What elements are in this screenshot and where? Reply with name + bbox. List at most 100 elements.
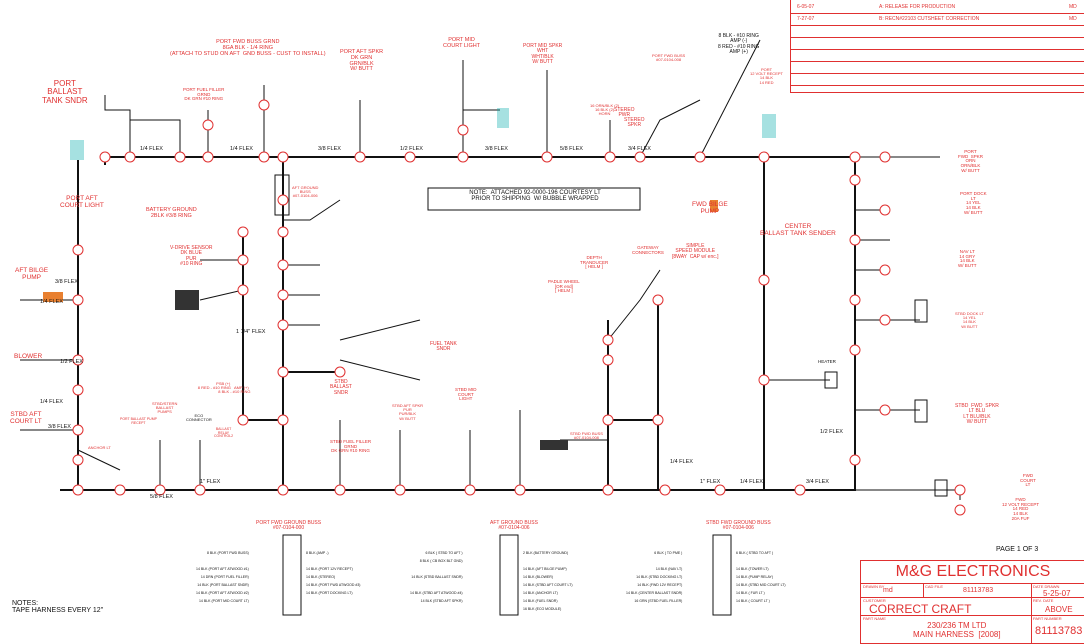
splice-node: [334, 484, 346, 496]
splice-node: [277, 289, 289, 301]
port-fwd-buss-label: PORT FWD BUSS #07-0104-008: [652, 53, 686, 63]
buss-pin-label: [523, 557, 573, 565]
rev-date-cell: REV. DATE ABOVE: [1031, 597, 1084, 616]
splice-node: [758, 374, 770, 386]
buss-pin-label: 14 BLK (PORT 12V RECEPT): [306, 567, 353, 571]
stbd-fwd-buss-label: STBD FWD BUSS #07-0104-008: [570, 431, 603, 441]
splice-node: [602, 354, 614, 366]
flex-label: 3/8 FLEX: [55, 279, 78, 285]
splice-node: [879, 264, 891, 276]
stbd-buss-pins-left: 6 BLK ( TO PME ) 14 BLK (NAV LT)14 BLK (…: [626, 549, 682, 605]
gateway-label: GATEWAY CONNECTORS: [632, 245, 664, 255]
splice-node: [277, 366, 289, 378]
flex-label: 1/4 FLEX: [40, 399, 63, 405]
stbd-aft-court-label: STBD AFT COURT LT: [10, 411, 42, 425]
note-text: NOTE: ATTACHED 92-0000-196 COURTESY LT P…: [469, 190, 601, 203]
buss-pin-label: 14 BLK (NAV LT): [655, 567, 683, 571]
buss-pin-label: 14 BLK ( COURT LT ): [736, 599, 770, 603]
splice-node: [277, 414, 289, 426]
cad-file-value: 81113783: [963, 587, 994, 594]
splice-node: [334, 366, 346, 378]
splice-node: [72, 244, 84, 256]
buss-pin-label: 14 DRN (PORT FUEL FILLER): [200, 575, 249, 579]
customer-label: CUSTOMER: [863, 598, 886, 603]
splice-node: [879, 204, 891, 216]
fwd-bilge-label: FWD BILGE PUMP: [692, 201, 728, 215]
buss-pin-label: [306, 597, 360, 605]
rev-by: MD: [1069, 16, 1077, 22]
page-number: PAGE 1 OF 3: [996, 546, 1039, 553]
aft-ground-buss-block: [274, 174, 290, 216]
port-mid-spkr-label: PORT MID SPKR WHT WHT/BLK W/ BUTT: [523, 43, 563, 65]
date-drawn-value: 5-25-07: [1043, 589, 1071, 598]
part-name-label: PART NAME: [863, 616, 886, 621]
splice-node: [277, 194, 289, 206]
buss-pin-label: 14 BLK (STBD MID COURT LT): [736, 583, 786, 587]
port-aft-court-label: PORT AFT COURT LIGHT: [60, 195, 104, 209]
customer-cell: CUSTOMER CORRECT CRAFT: [861, 597, 1032, 616]
buss-pin-label: [626, 557, 682, 565]
simple-speed-label: SIMPLE SPEED MODULE [8WAY CAP w/ enc.]: [672, 243, 719, 260]
buss-pin-label: 8 BLK (PORT FWD BUSS): [206, 551, 249, 555]
buss-pin-label: 14 BLK (PORT MID COURT LT): [198, 599, 249, 603]
splice-node: [602, 334, 614, 346]
splice-nodes: [72, 99, 966, 516]
splice-node: [154, 484, 166, 496]
splice-node: [277, 226, 289, 238]
splice-node: [72, 454, 84, 466]
buss-pin-label: 14 BLK (CENTER BALLAST SNDR): [626, 591, 683, 595]
company-name: M&G ELECTRONICS: [861, 561, 1084, 584]
splice-node: [879, 151, 891, 163]
rev-date: 6-05-07: [797, 4, 815, 10]
stbd-fuel-filler-label: STBD FUEL FILLER GRND DK GRN #10 RING: [330, 439, 372, 454]
fwd-12v-label: FWD 12 VOLT RECEPT 14 RED 14 BLK 20A FUF: [1002, 497, 1040, 521]
fwd-bilge-connector: [710, 200, 718, 212]
splice-node: [237, 254, 249, 266]
stbd-dock-connector: [914, 299, 928, 323]
buss-pin-label: 14 BLK (STBD AFT COURT LT): [523, 583, 573, 587]
amp-aft-label: PSB (+) 8 RED - #10 RING AMP (+) 8 BLK -…: [197, 381, 251, 395]
splice-node: [758, 274, 770, 286]
revision-block: 6-05-07 A: RELEASE FOR PRODUCTION MD 7-2…: [790, 0, 1084, 93]
amp-ring-label: 8 BLK - #10 RING AMP (-) 8 RED - #10 RIN…: [718, 33, 760, 55]
date-drawn-cell: DATE DRAWN 5-25-07: [1031, 583, 1084, 598]
port-fwd-ground-buss: [282, 534, 302, 616]
part-name-value: 230/236 TM LTD MAIN HARNESS [2008]: [913, 621, 1001, 639]
cad-file-label: CAD FILE: [925, 584, 944, 589]
stereo-spkr-label: STEREO SPKR: [624, 117, 645, 129]
buss-pin-label: 6 BLK ( STBD TO AFT ): [425, 551, 463, 555]
stbd-ballast-label: STBD BALLAST SNDR: [330, 379, 352, 396]
splice-node: [849, 174, 861, 186]
stbd-mid-court-label: STBD MID COURT LIGHT: [455, 387, 477, 402]
port-fwd-buss-grnd-label: PORT FWD BUSS GRND 8GA BLK - 1/4 RING (A…: [170, 39, 326, 57]
aft-bilge-label: AFT BILGE PUMP: [15, 267, 49, 281]
splice-node: [604, 151, 616, 163]
note-box: [427, 187, 641, 211]
splice-node: [72, 384, 84, 396]
splice-node: [849, 454, 861, 466]
revision-row-empty: [791, 74, 1084, 86]
buss-pin-label: 14 BLK (PORT FWD ATWOOD #3): [306, 583, 361, 587]
nav-lt-label: NAV LT 14 GRY 14 BLK W/ BUTT: [958, 249, 977, 269]
splice-node: [277, 259, 289, 271]
revision-row-empty: [791, 50, 1084, 62]
port-mid-spkr-connector: [497, 108, 509, 128]
center-ballast-label: CENTER BALLAST TANK SENDER: [760, 223, 836, 237]
flex-label: 1/2 FLEX: [820, 429, 843, 435]
splice-node: [258, 99, 270, 111]
stbd-ballast-pumps-label: STBD/STERN BALLAST PUMPS: [152, 401, 178, 415]
port-ballast-pump-label: PORT BALLAST PUMP RECEPT: [120, 417, 157, 425]
splice-node: [652, 414, 664, 426]
blower-label: BLOWER: [14, 353, 43, 360]
port-ballast-connector: [70, 140, 84, 160]
buss-pin-label: [410, 581, 463, 589]
buss-pin-label: 14 BLK (TOWER LT): [736, 567, 769, 571]
splice-node: [72, 424, 84, 436]
flex-label: 1/4 FLEX: [740, 479, 763, 485]
port-aft-spkr-label: PORT AFT SPKR DK GRN GRN/BLK W/ BUTT: [340, 49, 384, 73]
splice-node: [114, 484, 126, 496]
port-fwd-spkr-label: PORT FWD SPKR ORN ORN/BLK W/ BUTT: [958, 149, 984, 173]
port-fwd-buss-pins-left: 8 BLK (PORT FWD BUSS) 14 BLK (PORT AFT A…: [196, 549, 249, 605]
part-number-label: PART NUMBER: [1033, 616, 1062, 621]
heater-connector: [824, 371, 838, 389]
